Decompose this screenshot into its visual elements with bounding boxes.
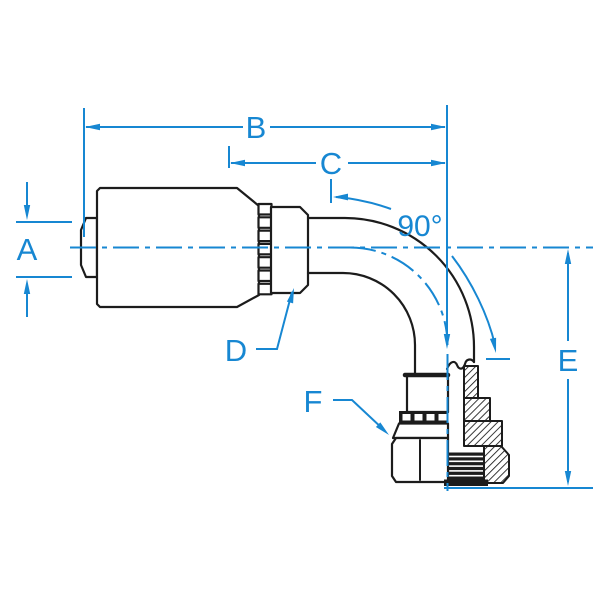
dim-a: A xyxy=(16,182,72,317)
bend-centerline xyxy=(349,246,449,346)
label-angle: 90° xyxy=(397,210,442,243)
label-f-leader: F xyxy=(304,384,389,435)
nut-section xyxy=(483,445,510,484)
angle-annotation: 90° xyxy=(333,193,510,360)
swivel-sleeve xyxy=(391,372,451,440)
sleeve-section-lower xyxy=(463,420,503,447)
knurl-band xyxy=(399,411,448,424)
sleeve-transition xyxy=(391,422,450,440)
sleeve-section-upper xyxy=(463,397,491,422)
centerlines xyxy=(70,246,593,491)
section-break-wavy-line xyxy=(445,358,476,371)
label-b: B xyxy=(246,110,267,145)
tube-wall-section xyxy=(463,365,479,399)
label-d: D xyxy=(225,333,247,368)
swivel-hex-nut xyxy=(390,436,488,486)
crimp-serrations xyxy=(257,202,273,296)
dim-e: E xyxy=(558,249,579,486)
dim-b: B xyxy=(83,105,451,349)
elbow-tube xyxy=(306,216,476,377)
label-e: E xyxy=(558,343,579,378)
label-d-leader: D xyxy=(225,288,294,368)
ferrule-collar xyxy=(269,205,310,295)
tube-inner-wall xyxy=(306,271,417,377)
tube-outer-wall xyxy=(306,216,476,364)
tube-bore xyxy=(448,364,465,452)
nut-bottom-edge xyxy=(444,479,488,486)
label-a: A xyxy=(17,232,38,267)
section-hatching xyxy=(463,365,510,484)
dim-c: C xyxy=(228,146,446,203)
thread-section xyxy=(449,452,484,480)
label-c: C xyxy=(320,146,342,181)
label-f: F xyxy=(304,384,323,419)
